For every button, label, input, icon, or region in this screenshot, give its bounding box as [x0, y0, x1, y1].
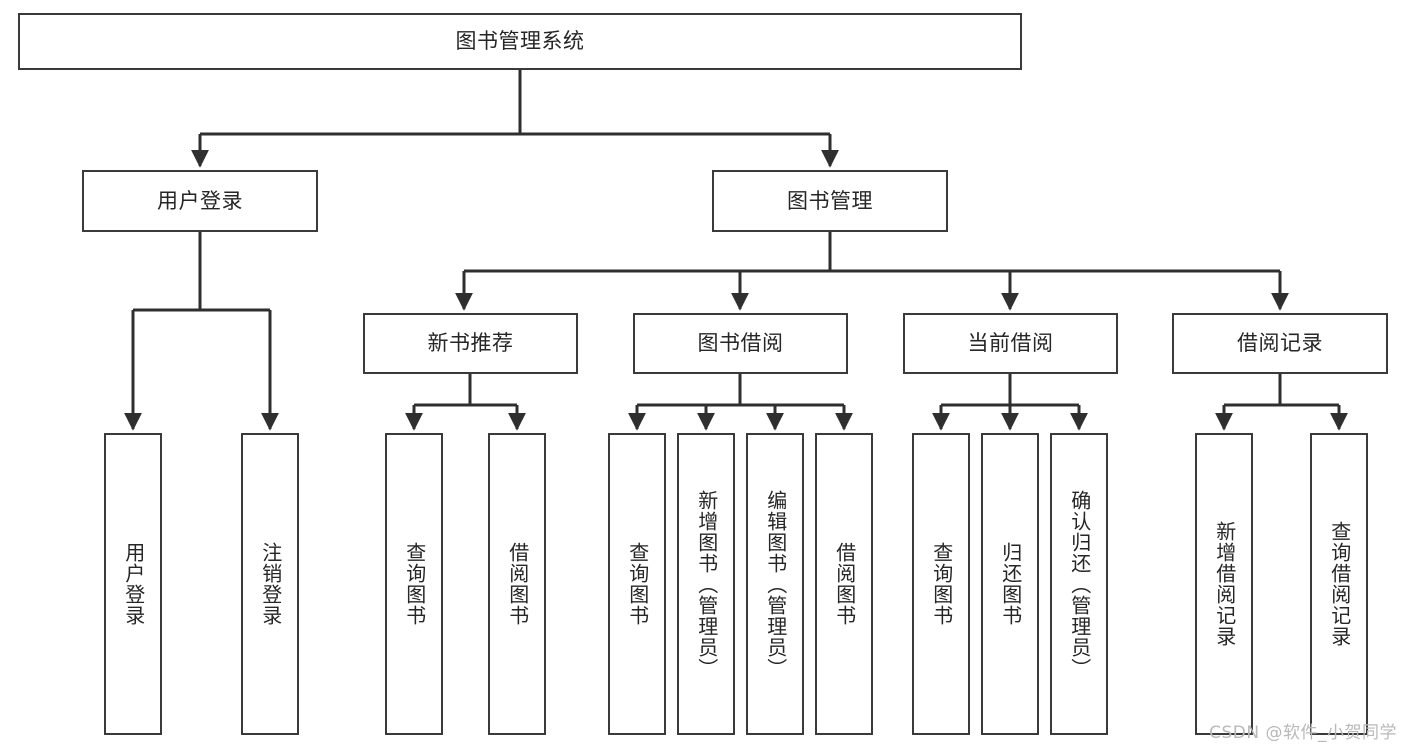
- node-label: 编辑图书（管理员）: [763, 489, 788, 679]
- node-label: 查询借阅记录: [1327, 521, 1352, 647]
- node-label: 借阅记录: [1237, 331, 1323, 356]
- node-new-book-recommend[interactable]: 新书推荐: [363, 313, 578, 374]
- node-label: 查询图书: [625, 542, 650, 626]
- node-book-management[interactable]: 图书管理: [712, 170, 948, 232]
- node-label: 借阅图书: [505, 542, 530, 626]
- leaf-book-borrow-add-book-admin[interactable]: 新增图书（管理员）: [677, 433, 735, 735]
- leaf-new-book-borrow-book[interactable]: 借阅图书: [488, 433, 546, 735]
- leaf-book-borrow-edit-book-admin[interactable]: 编辑图书（管理员）: [746, 433, 804, 735]
- csdn-watermark: CSDN @软件_小贺同学: [1209, 723, 1397, 743]
- node-label: 当前借阅: [967, 331, 1054, 356]
- node-label: 图书管理: [787, 188, 873, 213]
- node-label: 用户登录: [157, 188, 243, 213]
- node-root-book-management-system[interactable]: 图书管理系统: [18, 13, 1022, 70]
- node-label: 查询图书: [402, 542, 427, 626]
- node-label: 图书借阅: [697, 331, 784, 356]
- node-label: 借阅图书: [832, 542, 857, 626]
- leaf-borrow-record-add-record[interactable]: 新增借阅记录: [1195, 433, 1253, 735]
- leaf-new-book-query-book[interactable]: 查询图书: [385, 433, 443, 735]
- node-current-borrow[interactable]: 当前借阅: [903, 313, 1118, 374]
- leaf-borrow-record-query-record[interactable]: 查询借阅记录: [1310, 433, 1368, 735]
- node-label: 归还图书: [998, 542, 1023, 626]
- node-borrow-record[interactable]: 借阅记录: [1172, 313, 1388, 374]
- leaf-book-borrow-query-book[interactable]: 查询图书: [608, 433, 666, 735]
- node-label: 确认归还（管理员）: [1067, 489, 1092, 679]
- node-label: 注销登录: [258, 542, 283, 626]
- leaf-current-borrow-return-book[interactable]: 归还图书: [981, 433, 1039, 735]
- node-label: 新增图书（管理员）: [694, 489, 719, 679]
- node-user-login[interactable]: 用户登录: [82, 170, 318, 232]
- leaf-book-borrow-borrow-book[interactable]: 借阅图书: [815, 433, 873, 735]
- node-label: 新书推荐: [427, 331, 514, 356]
- node-book-borrow[interactable]: 图书借阅: [633, 313, 848, 374]
- leaf-user-login-logout[interactable]: 注销登录: [241, 433, 299, 735]
- leaf-current-borrow-query-book[interactable]: 查询图书: [912, 433, 970, 735]
- node-label: 新增借阅记录: [1212, 521, 1237, 647]
- node-label: 查询图书: [929, 542, 954, 626]
- leaf-user-login-login[interactable]: 用户登录: [104, 433, 162, 735]
- node-label: 图书管理系统: [455, 29, 585, 54]
- node-label: 用户登录: [121, 542, 146, 626]
- leaf-current-borrow-confirm-return-admin[interactable]: 确认归还（管理员）: [1050, 433, 1108, 735]
